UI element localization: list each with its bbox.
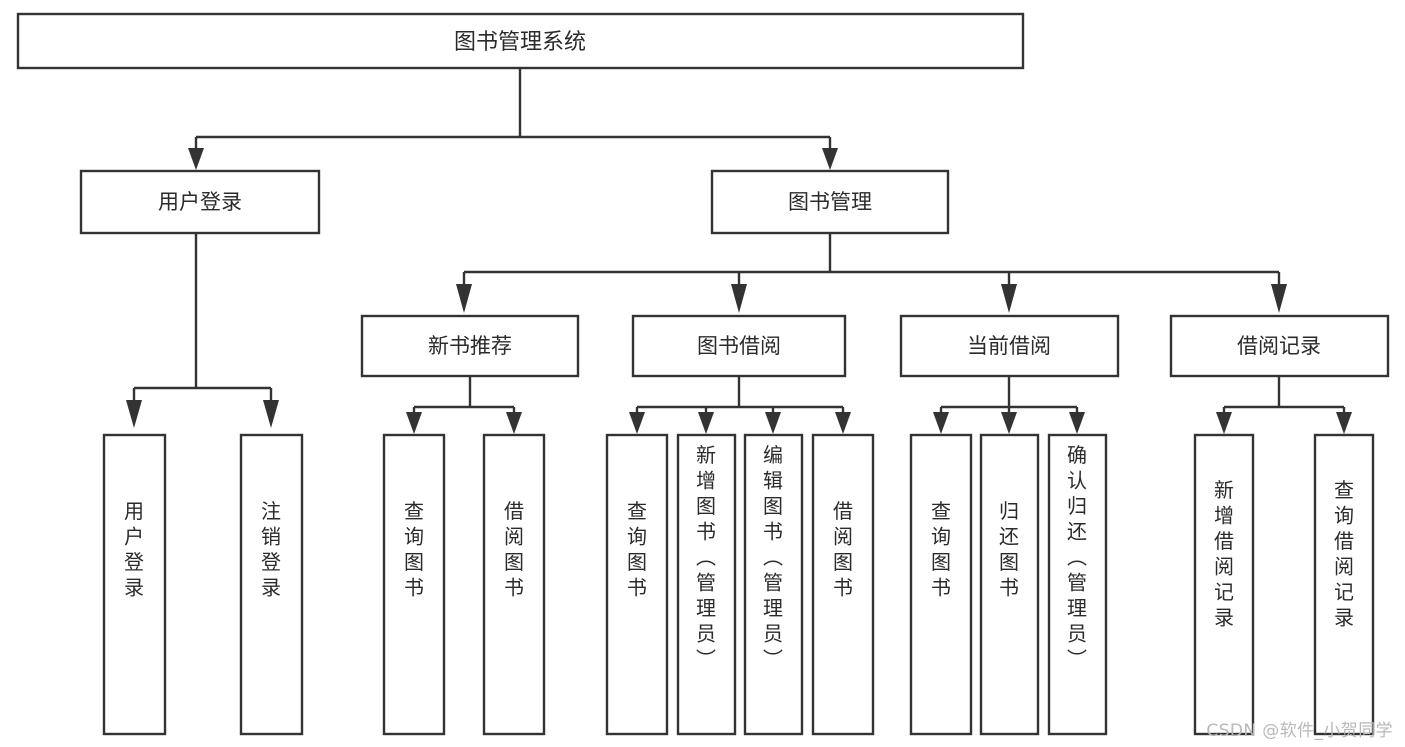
leaf-node[interactable]: 归还图书 (979, 433, 1040, 736)
leaf-label-edit-book-admin: 编辑图书︵管理员︶ (763, 443, 783, 671)
node-borrow-record[interactable]: 借阅记录 (1169, 314, 1390, 378)
arrowhead-leaf-logout-login (263, 400, 279, 428)
arrowhead-borrowrecord-leaf2 (1336, 412, 1352, 434)
leaf-box-add-borrow-record (1193, 433, 1255, 736)
leaf-label-logout-login: 注销登录 (261, 499, 281, 600)
leaf-node[interactable]: 查询图书 (909, 433, 973, 736)
node-book-management-label: 图书管理 (788, 190, 872, 214)
leaf-box-logout-login (239, 433, 304, 736)
node-book-management[interactable]: 图书管理 (710, 169, 950, 235)
leaf-label-borrow-book-2: 借阅图书 (833, 499, 853, 600)
arrowhead-to-user-login (188, 148, 204, 170)
node-current-borrow-label: 当前借阅 (967, 334, 1051, 358)
leaf-node[interactable]: 借阅图书 (482, 433, 546, 736)
arrowhead-newbook-leaf1 (406, 412, 422, 434)
node-book-borrow-box (631, 314, 847, 378)
leaf-box-add-book-admin (676, 433, 737, 736)
arrowhead-currentborrow-leaf1 (933, 412, 949, 434)
leaf-node[interactable]: 注销登录 (239, 433, 304, 736)
connector-layer (126, 68, 1352, 434)
arrowhead-to-current-borrow (1001, 284, 1017, 313)
leaf-node[interactable]: 新增图书︵管理员︶ (676, 433, 737, 736)
arrowhead-borrowrecord-leaf1 (1216, 412, 1232, 434)
leaf-label-query-book-2: 查询图书 (627, 499, 647, 600)
leaf-box-return-book (979, 433, 1040, 736)
node-new-book-recommend-box (360, 314, 580, 378)
node-borrow-record-box (1169, 314, 1390, 378)
leaf-label-query-borrow-record: 查询借阅记录 (1334, 478, 1354, 630)
leaf-node[interactable]: 编辑图书︵管理员︶ (743, 433, 804, 736)
arrowhead-currentborrow-leaf2 (1001, 412, 1017, 434)
leaf-label-add-book-admin: 新增图书︵管理员︶ (696, 443, 716, 671)
arrowhead-leaf-user-login (126, 400, 142, 428)
leaf-node[interactable]: 新增借阅记录 (1193, 433, 1255, 736)
arrowhead-to-book-mgmt (822, 148, 838, 170)
leaf-box-borrow-book-2 (811, 433, 875, 736)
leaf-label-user-login: 用户登录 (124, 499, 144, 600)
arrowhead-newbook-leaf2 (506, 412, 522, 434)
leaf-node[interactable]: 查询图书 (605, 433, 669, 736)
leaf-label-borrow-book-1: 借阅图书 (504, 499, 524, 600)
leaf-node[interactable]: 查询图书 (382, 433, 446, 736)
arrowhead-to-borrow-record (1271, 284, 1287, 313)
leaf-box-query-borrow-record (1313, 433, 1375, 736)
leaf-box-query-book-2 (605, 433, 669, 736)
leaf-node[interactable]: 用户登录 (102, 433, 167, 736)
arrowhead-bookborrow-leaf1 (629, 412, 645, 434)
leaf-label-confirm-return-admin: 确认归还︵管理员︶ (1067, 443, 1087, 671)
leaf-label-add-borrow-record: 新增借阅记录 (1214, 478, 1234, 630)
arrowhead-currentborrow-leaf3 (1069, 412, 1085, 434)
arrowhead-bookborrow-leaf2 (698, 412, 714, 434)
node-new-book-recommend[interactable]: 新书推荐 (360, 314, 580, 378)
node-current-borrow[interactable]: 当前借阅 (899, 314, 1120, 378)
node-book-management-box (710, 169, 950, 235)
node-current-borrow-box (899, 314, 1120, 378)
arrowhead-to-new-book-rec (456, 284, 472, 313)
leaf-layer: 用户登录 注销登录 查询图书 借阅图书 查询图书 新增图书︵管理员︶ (102, 433, 1375, 736)
leaf-node[interactable]: 查询借阅记录 (1313, 433, 1375, 736)
arrowhead-bookborrow-leaf4 (835, 412, 851, 434)
leaf-label-query-book-1: 查询图书 (404, 499, 424, 600)
leaf-box-borrow-book-1 (482, 433, 546, 736)
node-user-login-label: 用户登录 (158, 190, 242, 214)
node-borrow-record-label: 借阅记录 (1237, 334, 1321, 358)
arrowhead-to-book-borrow (731, 284, 747, 313)
leaf-label-return-book: 归还图书 (999, 499, 1019, 600)
arrowhead-bookborrow-leaf3 (765, 412, 781, 434)
leaf-label-query-book-3: 查询图书 (931, 499, 951, 600)
leaf-box-user-login (102, 433, 167, 736)
node-root-box (16, 12, 1025, 70)
node-book-borrow-label: 图书借阅 (697, 334, 781, 358)
node-new-book-recommend-label: 新书推荐 (428, 334, 512, 358)
leaf-node[interactable]: 借阅图书 (811, 433, 875, 736)
leaf-node[interactable]: 确认归还︵管理员︶ (1047, 433, 1108, 736)
node-user-login-box (79, 169, 321, 235)
leaf-box-query-book-3 (909, 433, 973, 736)
node-book-borrow[interactable]: 图书借阅 (631, 314, 847, 378)
leaf-box-edit-book-admin (743, 433, 804, 736)
node-root[interactable]: 图书管理系统 (16, 12, 1025, 70)
node-user-login[interactable]: 用户登录 (79, 169, 321, 235)
node-root-label: 图书管理系统 (454, 30, 586, 55)
leaf-box-confirm-return-admin (1047, 433, 1108, 736)
leaf-box-query-book-1 (382, 433, 446, 736)
